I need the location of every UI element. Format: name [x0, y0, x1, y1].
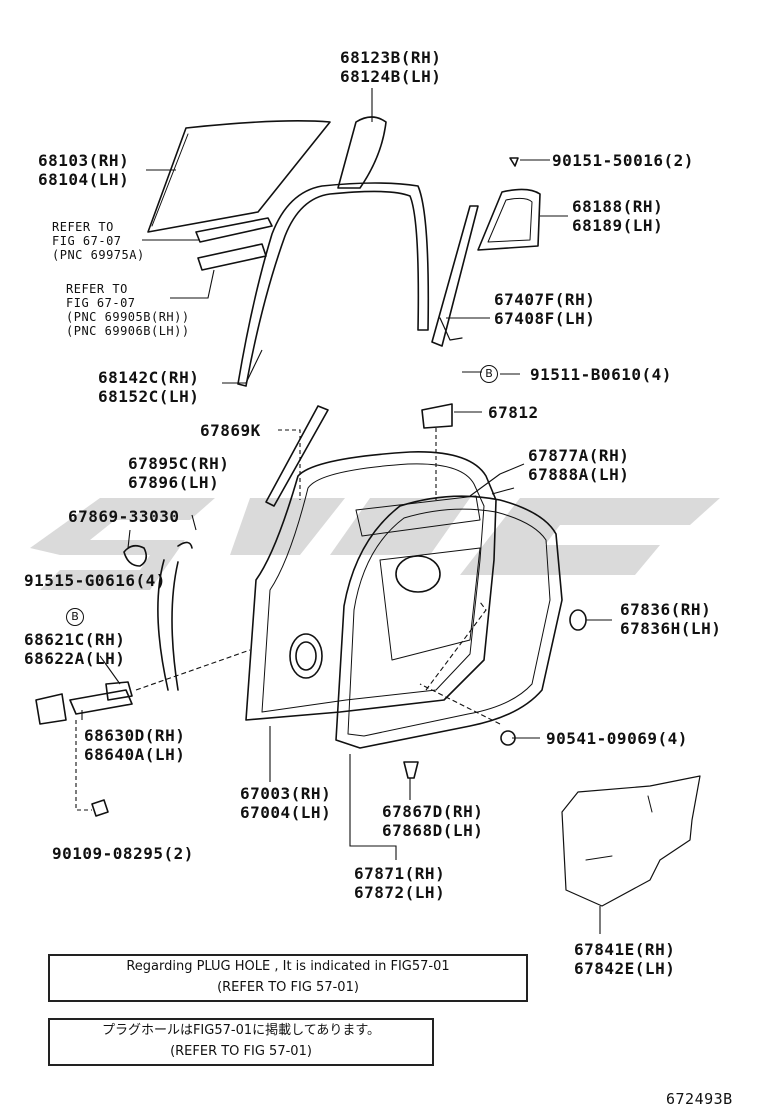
marker-b-upper: B [480, 365, 498, 383]
watermark-logo [30, 498, 720, 590]
label-91515: 91515-G0616(4) [24, 571, 166, 590]
note-plug-hole-japanese: プラグホールはFIG57-01に掲載してあります。 (REFER TO FIG … [48, 1018, 434, 1066]
label-91511: 91511-B0610(4) [530, 365, 672, 384]
label-67003: 67003(RH)67004(LH) [240, 784, 332, 822]
door-glass [147, 120, 331, 233]
note-en-line1: Regarding PLUG HOLE , It is indicated in… [126, 959, 450, 974]
door-weatherstrip [335, 495, 563, 749]
glass-inner-line [151, 133, 189, 227]
rear-quarter-window [477, 188, 541, 251]
hinge [35, 693, 67, 725]
belt-molding-lower [197, 243, 267, 271]
division-bar [431, 205, 479, 347]
label-68123b: 68123B(RH)68124B(LH) [340, 48, 442, 86]
label-67812: 67812 [488, 403, 539, 422]
label-90151: 90151-50016(2) [552, 151, 694, 170]
weatherstrip-piece [265, 405, 329, 507]
service-hole-cover [561, 775, 701, 907]
label-67877a: 67877A(RH)67888A(LH) [528, 446, 630, 484]
door-check [123, 544, 148, 567]
door-frame [245, 451, 497, 721]
note-en-line2: (REFER TO FIG 57-01) [217, 980, 359, 995]
belt-molding-upper [195, 217, 273, 243]
figure-id: 672493B [666, 1090, 733, 1108]
label-68188: 68188(RH)68189(LH) [572, 197, 664, 235]
label-68103: 68103(RH)68104(LH) [38, 151, 130, 189]
note-plug-hole-english: Regarding PLUG HOLE , It is indicated in… [48, 954, 528, 1002]
label-67869k: 67869K [200, 421, 261, 440]
note-jp-line1: プラグホールはFIG57-01に掲載してあります。 [101, 1023, 381, 1038]
label-67869-33030: 67869-33030 [68, 507, 180, 526]
hole-cover [421, 403, 453, 429]
glass-run-channel [237, 182, 430, 387]
label-90109: 90109-08295(2) [52, 844, 194, 863]
label-67867d: 67867D(RH)67868D(LH) [382, 802, 484, 840]
label-68142c: 68142C(RH)68152C(LH) [98, 368, 200, 406]
quarter-glass [337, 116, 387, 189]
marker-b-lower: B [66, 608, 84, 626]
label-67841e: 67841E(RH)67842E(LH) [574, 940, 676, 978]
label-67407f: 67407F(RH)67408F(LH) [494, 290, 596, 328]
label-68621c: 68621C(RH)68622A(LH) [24, 630, 126, 668]
label-90541: 90541-09069(4) [546, 729, 688, 748]
label-67871: 67871(RH)67872(LH) [354, 864, 446, 902]
label-67895c: 67895C(RH)67896(LH) [128, 454, 230, 492]
note-jp-line2: (REFER TO FIG 57-01) [170, 1044, 312, 1059]
label-68630d: 68630D(RH)68640A(LH) [84, 726, 186, 764]
label-67836: 67836(RH)67836H(LH) [620, 600, 722, 638]
check-strap [157, 559, 169, 691]
